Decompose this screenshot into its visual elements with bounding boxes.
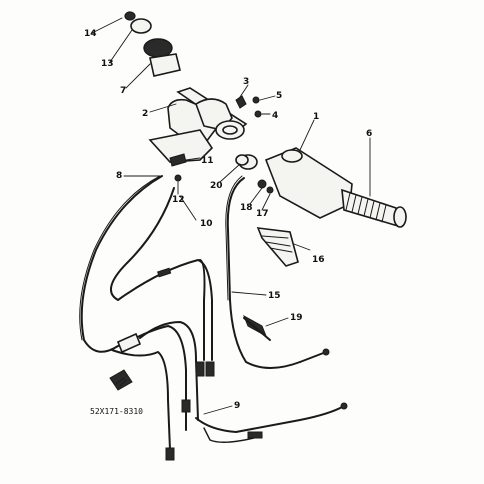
cover-part-16: [256, 227, 299, 267]
cap-part-13: [130, 18, 152, 34]
clamp-ring-inner: [222, 125, 238, 135]
fitting-b: [195, 361, 205, 377]
callout-9: 9: [234, 401, 240, 411]
callout-16: 16: [312, 255, 325, 265]
screw-part-14: [124, 11, 136, 21]
callout-13: 13: [101, 59, 114, 69]
cable-lower-b: [139, 321, 199, 421]
callout-20: 20: [210, 181, 223, 191]
callout-6: 6: [366, 129, 372, 139]
callout-3: 3: [243, 77, 249, 87]
cable-end-bead: [322, 348, 330, 356]
switch-part-7: [143, 38, 181, 77]
screw-part-17: [266, 186, 274, 194]
cable-part-8-outer: [79, 175, 161, 341]
cable-part-8: [80, 175, 163, 353]
front-arrow-icon: [109, 369, 133, 391]
callout-14: 14: [84, 29, 97, 39]
bolt-part-3: [235, 95, 247, 109]
bushing-part-20: [235, 154, 249, 166]
drawing-code: 52X171-8310: [90, 407, 143, 416]
throttle-housing-body: [264, 147, 353, 219]
cable-lower-d: [199, 259, 206, 361]
cable-end-bead-2: [340, 402, 348, 410]
fitting-c: [205, 361, 215, 377]
callout-19: 19: [290, 313, 303, 323]
callout-15: 15: [268, 291, 281, 301]
pin-part-12: [174, 174, 182, 182]
cable-throttle-end: [299, 351, 327, 363]
callout-18: 18: [240, 203, 253, 213]
housing-boss: [281, 149, 303, 163]
cable-lower-a: [127, 325, 187, 431]
callout-11: 11: [201, 156, 214, 166]
grip-knurl: [345, 192, 387, 223]
callout-12: 12: [172, 195, 185, 205]
cable-part-10: [109, 187, 213, 361]
cable-part-15: [226, 177, 301, 369]
fitting-d: [181, 399, 191, 413]
screw-part-18: [257, 179, 267, 189]
lever-bracket: [148, 129, 214, 163]
leader-lines: [91, 17, 371, 415]
callout-1: 1: [313, 112, 319, 122]
pin-part-11: [169, 153, 187, 167]
callout-4: 4: [272, 111, 278, 121]
cable-part-9: [195, 405, 345, 433]
fitting-e: [165, 447, 175, 461]
fitting-a: [157, 267, 172, 278]
adjuster-fitting: [116, 332, 142, 354]
throttle-grip: [341, 188, 407, 228]
washer-part-4: [254, 110, 262, 118]
cable-fittings: [116, 267, 348, 461]
callout-17: 17: [256, 209, 269, 219]
nut-part-5: [252, 96, 260, 104]
callout-7: 7: [120, 86, 126, 96]
throttle-housing: [238, 147, 353, 219]
fitting-f: [247, 431, 263, 439]
callout-5: 5: [276, 91, 282, 101]
cover-ribs: [261, 235, 293, 253]
cable-part-15-outer: [225, 175, 243, 301]
callouts: 14 13 7 2 3 5 4 1 6 8 11 12 10 20 18 17 …: [84, 29, 372, 411]
handlebar-assembly: [148, 87, 248, 163]
stay-part-19-rod: [243, 317, 271, 341]
cables: [79, 175, 345, 451]
cable-lower-c: [111, 349, 171, 451]
callout-10: 10: [200, 219, 213, 229]
callout-8: 8: [116, 171, 122, 181]
grip-end-cap: [393, 206, 407, 228]
callout-2: 2: [142, 109, 148, 119]
